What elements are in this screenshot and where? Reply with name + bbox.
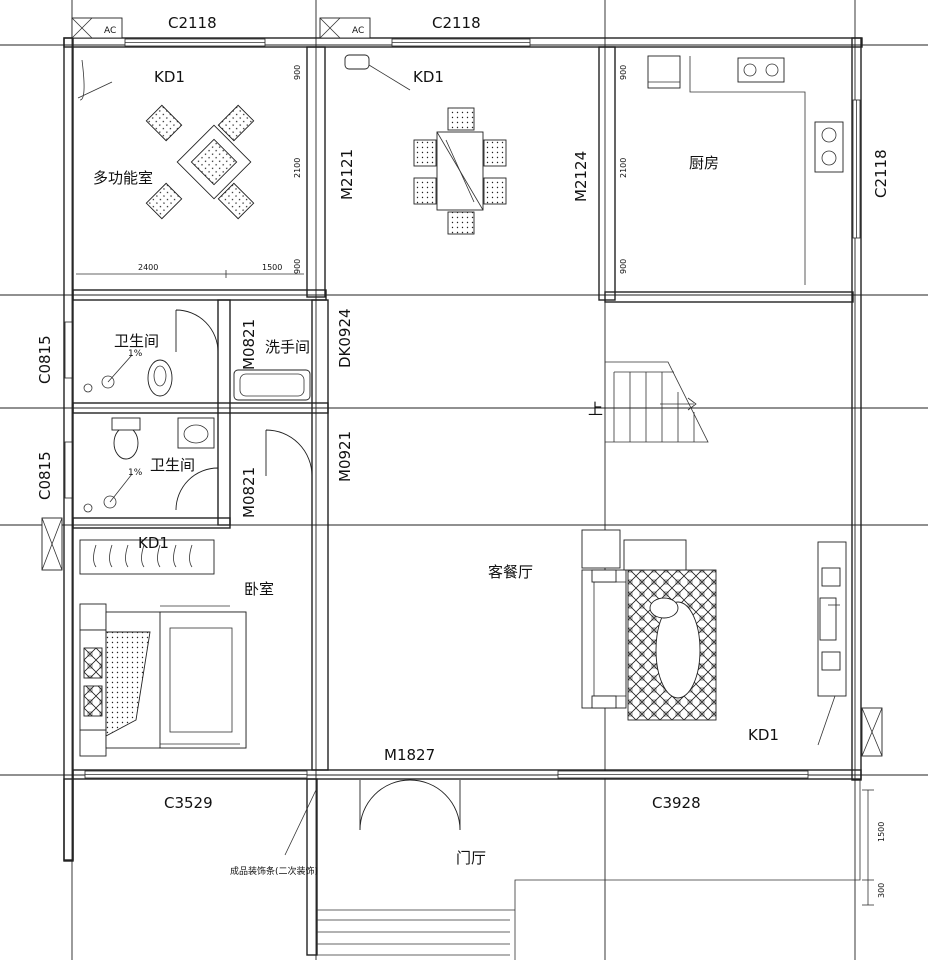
window-code: C0815 <box>36 451 54 500</box>
kd-code: KD1 <box>138 534 169 552</box>
window-bath2 <box>64 441 73 499</box>
bedroom-furniture <box>79 539 247 757</box>
dimension-label: 900 <box>293 259 302 274</box>
ac-label: AC <box>352 26 364 36</box>
wash-fixtures <box>233 369 311 401</box>
walls <box>63 37 863 861</box>
room-label-foyer: 门厅 <box>456 849 486 867</box>
door-code: DK0924 <box>336 308 354 368</box>
slope-label: 1% <box>128 468 143 478</box>
multi-room-furniture <box>77 59 255 220</box>
door-code: M2121 <box>338 149 356 200</box>
stairs: 上 <box>588 361 709 443</box>
windows <box>64 38 861 779</box>
window-code: C3529 <box>164 794 213 812</box>
dimension-label: 1500 <box>262 263 282 272</box>
dimension-label: 900 <box>619 259 628 274</box>
window-code: C0815 <box>36 335 54 384</box>
window-bath1 <box>64 321 73 379</box>
window-code: C2118 <box>168 14 217 32</box>
kd-code: KD1 <box>413 68 444 86</box>
door-code: M0821 <box>240 467 258 518</box>
slope-label: 1% <box>128 349 143 359</box>
ac-label: AC <box>104 26 116 36</box>
interior-doors <box>265 429 313 477</box>
room-label-bedroom: 卧室 <box>244 580 274 598</box>
bath2-fixtures: 1% <box>83 417 219 513</box>
entry-structure <box>63 778 874 960</box>
room-label-wash: 洗手间 <box>265 338 310 356</box>
door-code: M0821 <box>240 319 258 370</box>
room-label-multi: 多功能室 <box>93 169 153 187</box>
living-furniture <box>581 529 847 746</box>
bath1-fixtures: 1% <box>83 309 219 397</box>
room-label-bath2: 卫生间 <box>150 456 195 474</box>
kitchen-furniture <box>647 55 844 285</box>
dimension-label: 900 <box>619 65 628 80</box>
room-label-bath1: 卫生间 <box>114 332 159 350</box>
dimension-label: 900 <box>293 65 302 80</box>
door-code: M2124 <box>572 151 590 202</box>
ac-units: AC AC <box>41 17 883 757</box>
dimension-label: 300 <box>877 883 886 898</box>
door-code: M1827 <box>384 746 435 764</box>
kd-code: KD1 <box>154 68 185 86</box>
dimension-label: 2400 <box>138 263 158 272</box>
dimension-label: 1500 <box>877 822 886 842</box>
room-label-kitchen: 厨房 <box>689 154 719 172</box>
stair-up-label: 上 <box>588 400 603 418</box>
dimension-label: 2100 <box>619 158 628 178</box>
window-code: C2118 <box>872 149 890 198</box>
window-code: C3928 <box>652 794 701 812</box>
room-label-living: 客餐厅 <box>488 563 533 581</box>
kd-code: KD1 <box>748 726 779 744</box>
door-code: M0921 <box>336 431 354 482</box>
decoration-note: 成品装饰条(二次装饰) <box>230 865 318 877</box>
dining-furniture <box>344 54 507 235</box>
window-code: C2118 <box>432 14 481 32</box>
dimension-label: 2100 <box>293 158 302 178</box>
